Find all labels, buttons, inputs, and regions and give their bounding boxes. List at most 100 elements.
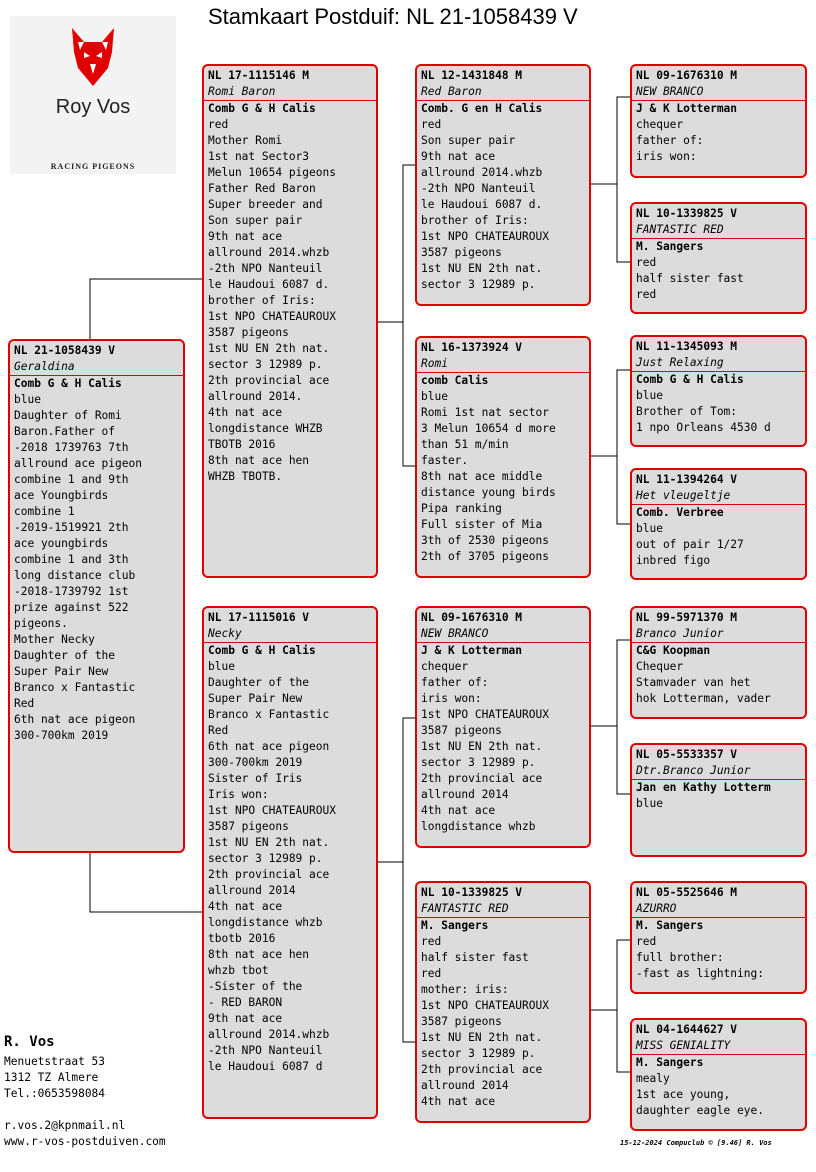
info-line: Pipa ranking xyxy=(421,502,502,515)
info-line: Melun 10654 pigeons xyxy=(208,166,336,179)
pigeon-info: M. Sangers red full brother: -fast as li… xyxy=(632,918,805,982)
info-line: Mother Romi xyxy=(208,134,283,147)
pigeon-card-mmf[interactable]: NL 05-5525646 M AZURRO M. Sangers red fu… xyxy=(630,881,807,994)
info-line: -2th NPO Nanteuil xyxy=(421,182,536,195)
pigeon-card-subject[interactable]: NL 21-1058439 V Geraldina Comb G & H Cal… xyxy=(8,339,185,853)
ring-number: NL 99-5971370 M xyxy=(636,611,738,624)
pigeon-card-fmm[interactable]: NL 11-1394264 V Het vleugeltje Comb. Ver… xyxy=(630,468,807,580)
pigeon-name: FANTASTIC RED xyxy=(632,222,805,239)
pigeon-card-fmf[interactable]: NL 11-1345093 M Just Relaxing Comb G & H… xyxy=(630,335,807,447)
ring-number: NL 05-5533357 V xyxy=(636,748,738,761)
info-line: mother: iris: xyxy=(421,983,509,996)
pigeon-card-father[interactable]: NL 17-1115146 M Romi Baron Comb G & H Ca… xyxy=(202,64,378,578)
owner-address: Menuetstraat 53 xyxy=(4,1055,106,1068)
info-line: Mother Necky xyxy=(14,633,95,646)
info-line: 6th nat ace pigeon xyxy=(208,740,330,753)
breeder: C&G Koopman xyxy=(636,644,711,657)
info-line: distance young birds xyxy=(421,486,556,499)
breeder: M. Sangers xyxy=(636,240,704,253)
info-line: le Haudoui 6087 d xyxy=(208,1060,323,1073)
info-line: 1st NU EN 2th nat. xyxy=(421,262,543,275)
page-title: Stamkaart Postduif: NL 21-1058439 V xyxy=(208,4,578,29)
info-line: 8th nat ace middle xyxy=(421,470,543,483)
info-line: TBOTB 2016 xyxy=(208,438,276,451)
pigeon-name: AZURRO xyxy=(632,901,805,918)
info-line: brother of Iris: xyxy=(421,214,529,227)
info-line: 4th nat ace xyxy=(421,1095,496,1108)
info-line: blue xyxy=(636,389,663,402)
info-line: Romi 1st nat sector xyxy=(421,406,549,419)
info-line: tbotb 2016 xyxy=(208,932,276,945)
logo: Roy Vos RACING PIGEONS xyxy=(10,16,176,174)
info-line: ace youngbirds xyxy=(14,537,109,550)
owner-website[interactable]: www.r-vos-postduiven.com xyxy=(4,1135,166,1148)
info-line: inbred figo xyxy=(636,554,711,567)
info-line: 1st NPO CHATEAUROUX xyxy=(421,230,549,243)
info-line: 2th provincial ace xyxy=(421,1063,543,1076)
pigeon-name: NEW BRANCO xyxy=(417,626,589,643)
pigeon-info: M. Sangers red half sister fast red xyxy=(632,239,805,303)
info-line: 1st nat Sector3 xyxy=(208,150,310,163)
info-line: Daughter of Romi xyxy=(14,409,122,422)
pigeon-info: J & K Lotterman chequer father of: iris … xyxy=(632,101,805,165)
info-line: chequer xyxy=(636,118,684,131)
info-line: Chequer xyxy=(636,660,684,673)
breeder: M. Sangers xyxy=(636,1056,704,1069)
pigeon-info: M. Sangers red half sister fast red moth… xyxy=(417,918,589,1110)
ring-number: NL 10-1339825 V xyxy=(636,207,738,220)
owner-email[interactable]: r.vos.2@kpnmail.nl xyxy=(4,1119,126,1132)
pigeon-card-father-mother[interactable]: NL 16-1373924 V Romi comb Calis blue Rom… xyxy=(415,336,591,578)
info-line: 3587 pigeons xyxy=(421,1015,502,1028)
info-line: allround ace pigeon xyxy=(14,457,142,470)
pigeon-card-mmm[interactable]: NL 04-1644627 V MISS GENIALITY M. Sanger… xyxy=(630,1018,807,1131)
info-line: Iris won: xyxy=(208,788,269,801)
info-line: 1st NPO CHATEAUROUX xyxy=(421,999,549,1012)
info-line: sector 3 12989 p. xyxy=(421,756,536,769)
ring-number: NL 21-1058439 V xyxy=(14,344,116,357)
info-line: le Haudoui 6087 d. xyxy=(208,278,330,291)
pigeon-info: comb Calis blue Romi 1st nat sector 3 Me… xyxy=(417,373,589,565)
pigeon-info: Comb. G en H Calis red Son super pair 9t… xyxy=(417,101,589,293)
info-line: 1st NU EN 2th nat. xyxy=(208,342,330,355)
pigeon-card-ffm[interactable]: NL 10-1339825 V FANTASTIC RED M. Sangers… xyxy=(630,202,807,314)
info-line: WHZB TBOTB. xyxy=(208,470,283,483)
pigeon-info: Jan en Kathy Lotterm blue xyxy=(632,780,805,812)
info-line: full brother: xyxy=(636,951,724,964)
info-line: sector 3 12989 p. xyxy=(208,852,323,865)
info-line: 4th nat ace xyxy=(421,804,496,817)
info-line: allround 2014.whzb xyxy=(421,166,543,179)
info-line: 3th of 2530 pigeons xyxy=(421,534,549,547)
pigeon-card-mother[interactable]: NL 17-1115016 V Necky Comb G & H Calis b… xyxy=(202,606,378,1119)
ring-number: NL 09-1676310 M xyxy=(421,611,523,624)
info-line: Super Pair New xyxy=(14,665,109,678)
info-line: allround 2014.whzb xyxy=(208,246,330,259)
info-line: faster. xyxy=(421,454,469,467)
info-line: allround 2014 xyxy=(421,1079,509,1092)
breeder: Comb G & H Calis xyxy=(208,644,316,657)
info-line: red xyxy=(636,256,657,269)
breeder: comb Calis xyxy=(421,374,489,387)
info-line: than 51 m/min xyxy=(421,438,509,451)
pigeon-name: NEW BRANCO xyxy=(632,84,805,101)
pigeon-info: Comb G & H Calis blue Daughter of Romi B… xyxy=(10,376,183,744)
info-line: pigeons. xyxy=(14,617,68,630)
info-line: 3587 pigeons xyxy=(208,326,289,339)
pigeon-card-mfm[interactable]: NL 05-5533357 V Dtr.Branco Junior Jan en… xyxy=(630,743,807,857)
info-line: long distance club xyxy=(14,569,136,582)
info-line: 1st NPO CHATEAUROUX xyxy=(208,310,336,323)
info-line: Red xyxy=(208,724,229,737)
pigeon-card-fff[interactable]: NL 09-1676310 M NEW BRANCO J & K Lotterm… xyxy=(630,64,807,178)
info-line: Full sister of Mia xyxy=(421,518,543,531)
info-line: mealy xyxy=(636,1072,670,1085)
info-line: allround 2014.whzb xyxy=(208,1028,330,1041)
pigeon-card-mother-father[interactable]: NL 09-1676310 M NEW BRANCO J & K Lotterm… xyxy=(415,606,591,848)
pigeon-name: MISS GENIALITY xyxy=(632,1038,805,1055)
pigeon-card-father-father[interactable]: NL 12-1431848 M Red Baron Comb. G en H C… xyxy=(415,64,591,306)
ring-number: NL 11-1394264 V xyxy=(636,473,738,486)
info-line: Daughter of the xyxy=(208,676,310,689)
info-line: -2th NPO Nanteuil xyxy=(208,1044,323,1057)
pigeon-card-mother-mother[interactable]: NL 10-1339825 V FANTASTIC RED M. Sangers… xyxy=(415,881,591,1123)
pigeon-card-mff[interactable]: NL 99-5971370 M Branco Junior C&G Koopma… xyxy=(630,606,807,719)
info-line: hok Lotterman, vader xyxy=(636,692,771,705)
ring-number: NL 17-1115016 V xyxy=(208,611,310,624)
